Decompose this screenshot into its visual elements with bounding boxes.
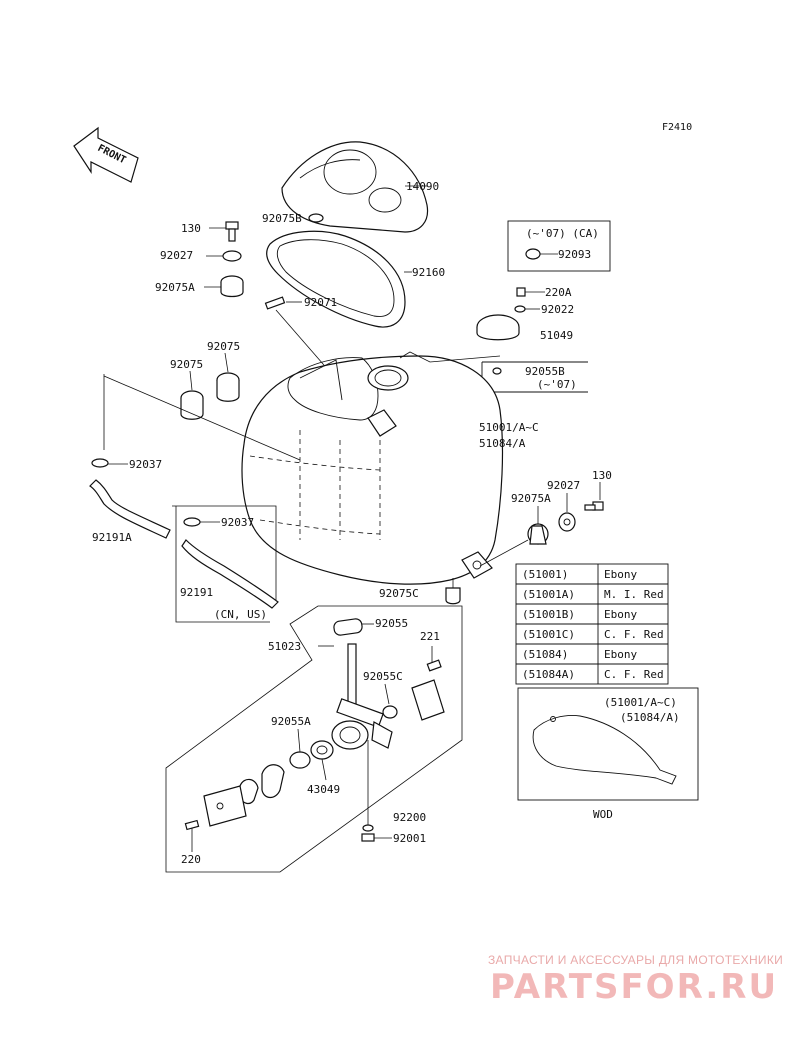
table-part-4: (51084) [522,648,568,661]
fuel-cap-part [476,314,520,341]
callout-92037-b: 92037 [221,516,254,529]
washer-92027-right [558,512,576,532]
callout-51084: 51084/A [479,437,526,450]
callout-92075-b: 92075 [170,358,203,371]
callout-92191: 92191 [180,586,213,599]
callout-92055c: 92055C [363,670,403,683]
screw-220a [516,287,526,297]
hose-clamp-92037-a [91,458,109,468]
until07-note: (~'07) [537,378,577,391]
callout-92037-a: 92037 [129,458,162,471]
callout-92200: 92200 [393,811,426,824]
callout-51023: 51023 [268,640,301,653]
callout-92075a-top: 92075A [155,281,195,294]
lever-part [239,764,285,805]
callout-92055: 92055 [375,617,408,630]
pin-92071 [264,296,286,310]
damper-92075a-top [220,275,244,298]
o-ring-92055a [289,751,311,769]
bolt-130-right [584,501,604,511]
table-color-2: Ebony [604,608,637,621]
watermark-tagline: ЗАПЧАСТИ И АКСЕССУАРЫ ДЛЯ МОТОТЕХНИКИ [488,953,783,967]
table-part-1: (51001A) [522,588,575,601]
filter-43049 [310,740,334,760]
washer-92200 [362,824,374,832]
meter-gasket-part [266,230,406,328]
callout-92055b: 92055B [525,365,565,378]
table-part-3: (51001C) [522,628,575,641]
wod-inset: (51001/A~C) (51084/A) [517,687,699,801]
table-color-1: M. I. Red [604,588,664,601]
table-color-3: C. F. Red [604,628,664,641]
bolt-130-top [225,221,239,242]
callout-92075-a: 92075 [207,340,240,353]
table-part-2: (51001B) [522,608,575,621]
callout-92093: 92093 [558,248,591,261]
bolt-92001 [361,833,375,842]
callout-220: 220 [181,853,201,866]
washer-92022 [514,305,526,313]
wod-label: WOD [593,808,613,821]
screw-220 [184,819,200,831]
damper-92075c [445,587,461,605]
table-part-0: (51001) [522,568,568,581]
grommet-92075b [308,213,324,223]
callout-130-top: 130 [181,222,201,235]
callout-14090: 14090 [406,180,439,193]
table-color-4: Ebony [604,648,637,661]
fuel-tank-part [241,355,504,585]
damper-92075-b [180,390,204,420]
inset-label-1: (51001/A~C) [604,696,677,709]
ca-note-box [507,220,611,272]
callout-92001: 92001 [393,832,426,845]
washer-92027-top [222,250,242,262]
lever-plate [203,785,247,827]
fuel-cock-box [165,605,463,873]
damper-92075a-right [527,523,549,545]
ca-note: (~'07) (CA) [526,227,599,240]
watermark-brand: PARTSFOR.RU [490,967,778,1007]
inset-label-2: (51084/A) [620,711,680,724]
callout-43049: 43049 [307,783,340,796]
cn-us-note: (CN, US) [214,608,267,621]
callout-221: 221 [420,630,440,643]
callout-92027-top: 92027 [160,249,193,262]
nut-92093 [525,248,541,260]
callout-51001: 51001/A~C [479,421,539,434]
table-part-5: (51084A) [522,668,575,681]
hose-92191 [181,539,279,609]
fuel-cock-part [331,643,393,750]
cover-plate-221 [411,659,445,721]
callout-92055a: 92055A [271,715,311,728]
callout-92075a-right: 92075A [511,492,551,505]
table-color-0: Ebony [604,568,637,581]
callout-92022: 92022 [541,303,574,316]
callout-220a: 220A [545,286,572,299]
callout-92071: 92071 [304,296,337,309]
figure-code: F2410 [662,122,692,133]
damper-92075-a [216,372,240,402]
o-ring-92055b [492,367,502,375]
callout-92027-right: 92027 [547,479,580,492]
gasket-92055 [333,618,363,636]
o-ring-92055c [382,705,398,719]
front-arrow-icon: FRONT [73,126,139,183]
hose-clamp-92037-b [183,517,201,527]
callout-92191a: 92191A [92,531,132,544]
callout-92075c: 92075C [379,587,419,600]
callout-92160: 92160 [412,266,445,279]
callout-130-right: 130 [592,469,612,482]
color-table: (51001) Ebony (51001A) M. I. Red (51001B… [515,563,669,685]
callout-92075b: 92075B [262,212,302,225]
callout-51049: 51049 [540,329,573,342]
table-color-5: C. F. Red [604,668,664,681]
hose-92191a [89,479,171,539]
